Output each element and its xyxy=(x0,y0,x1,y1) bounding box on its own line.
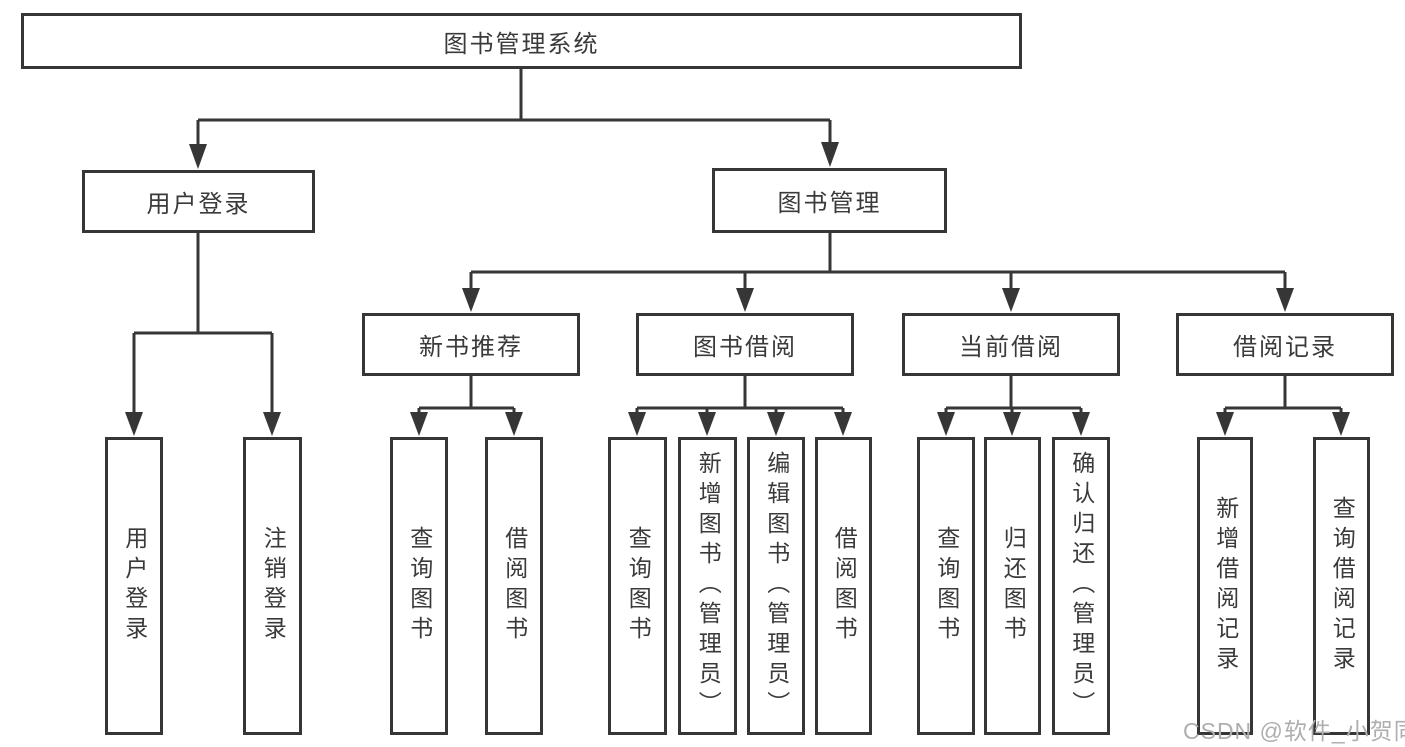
leaf-edit-book-admin: 编辑图书（管理员） xyxy=(747,437,805,735)
leaf-add-borrow-record-label: 新增借阅记录 xyxy=(1212,496,1239,676)
arrowheads-level3 xyxy=(462,288,1294,312)
connector-user-login-children xyxy=(132,233,274,414)
leaf-logout-label: 注销登录 xyxy=(260,526,287,646)
leaf-add-book-admin: 新增图书（管理员） xyxy=(678,437,737,735)
node-user-login: 用户登录 xyxy=(82,170,315,233)
node-current-borrow-label: 当前借阅 xyxy=(959,334,1063,361)
leaf-query-borrow-record-label: 查询借阅记录 xyxy=(1329,496,1356,676)
watermark-text: CSDN @软件_小贺同学 xyxy=(1183,718,1405,744)
leaf-add-borrow-record: 新增借阅记录 xyxy=(1197,437,1253,735)
leaf-query-borrow-record: 查询借阅记录 xyxy=(1313,437,1370,735)
leaf-borrow-book-borrow: 借阅图书 xyxy=(815,437,872,735)
node-root: 图书管理系统 xyxy=(21,13,1022,69)
leaf-query-book-borrow-label: 查询图书 xyxy=(625,526,652,646)
node-borrow-records-label: 借阅记录 xyxy=(1233,334,1337,361)
leaf-borrow-book-recommend: 借阅图书 xyxy=(485,437,543,735)
node-user-login-label: 用户登录 xyxy=(146,191,251,218)
arrowheads-borrow-records xyxy=(1216,412,1350,436)
leaf-query-book-current-label: 查询图书 xyxy=(933,526,960,646)
node-root-label: 图书管理系统 xyxy=(443,30,600,58)
connector-borrow-records-children xyxy=(1223,376,1343,414)
leaf-query-book-borrow: 查询图书 xyxy=(608,437,667,735)
connector-root-to-level2 xyxy=(196,69,832,146)
connector-book-management-children xyxy=(469,233,1287,290)
leaf-query-book-recommend-label: 查询图书 xyxy=(406,526,433,646)
node-borrow-records: 借阅记录 xyxy=(1176,313,1394,376)
leaf-confirm-return-admin: 确认归还（管理员） xyxy=(1052,437,1110,735)
leaf-add-book-admin-label: 新增图书（管理员） xyxy=(695,451,722,721)
node-book-borrow-label: 图书借阅 xyxy=(693,334,797,361)
leaf-return-book: 归还图书 xyxy=(984,437,1041,735)
leaf-user-login-label: 用户登录 xyxy=(121,526,148,646)
arrowheads-new-book-recommend xyxy=(410,412,523,436)
leaf-borrow-book-borrow-label: 借阅图书 xyxy=(831,526,858,646)
arrowheads-current-borrow xyxy=(937,412,1090,436)
node-book-borrow: 图书借阅 xyxy=(636,313,854,376)
connector-current-borrow-children xyxy=(944,376,1083,414)
leaf-edit-book-admin-label: 编辑图书（管理员） xyxy=(763,451,790,721)
leaf-logout: 注销登录 xyxy=(243,437,302,735)
leaf-borrow-book-recommend-label: 借阅图书 xyxy=(501,526,528,646)
leaf-return-book-label: 归还图书 xyxy=(1000,526,1027,646)
node-new-book-recommend-label: 新书推荐 xyxy=(419,334,523,361)
node-new-book-recommend: 新书推荐 xyxy=(362,313,580,376)
node-book-management-label: 图书管理 xyxy=(777,190,882,217)
node-book-management: 图书管理 xyxy=(712,168,947,233)
leaf-confirm-return-admin-label: 确认归还（管理员） xyxy=(1068,451,1095,721)
arrowheads-level2 xyxy=(189,142,839,169)
arrowheads-book-borrow xyxy=(628,412,852,436)
node-current-borrow: 当前借阅 xyxy=(902,313,1120,376)
leaf-user-login: 用户登录 xyxy=(105,437,163,735)
leaf-query-book-recommend: 查询图书 xyxy=(390,437,448,735)
connector-new-book-recommend-children xyxy=(417,376,516,414)
arrowheads-user-login-children xyxy=(125,412,281,436)
connector-book-borrow-children xyxy=(635,376,845,414)
leaf-query-book-current: 查询图书 xyxy=(917,437,975,735)
